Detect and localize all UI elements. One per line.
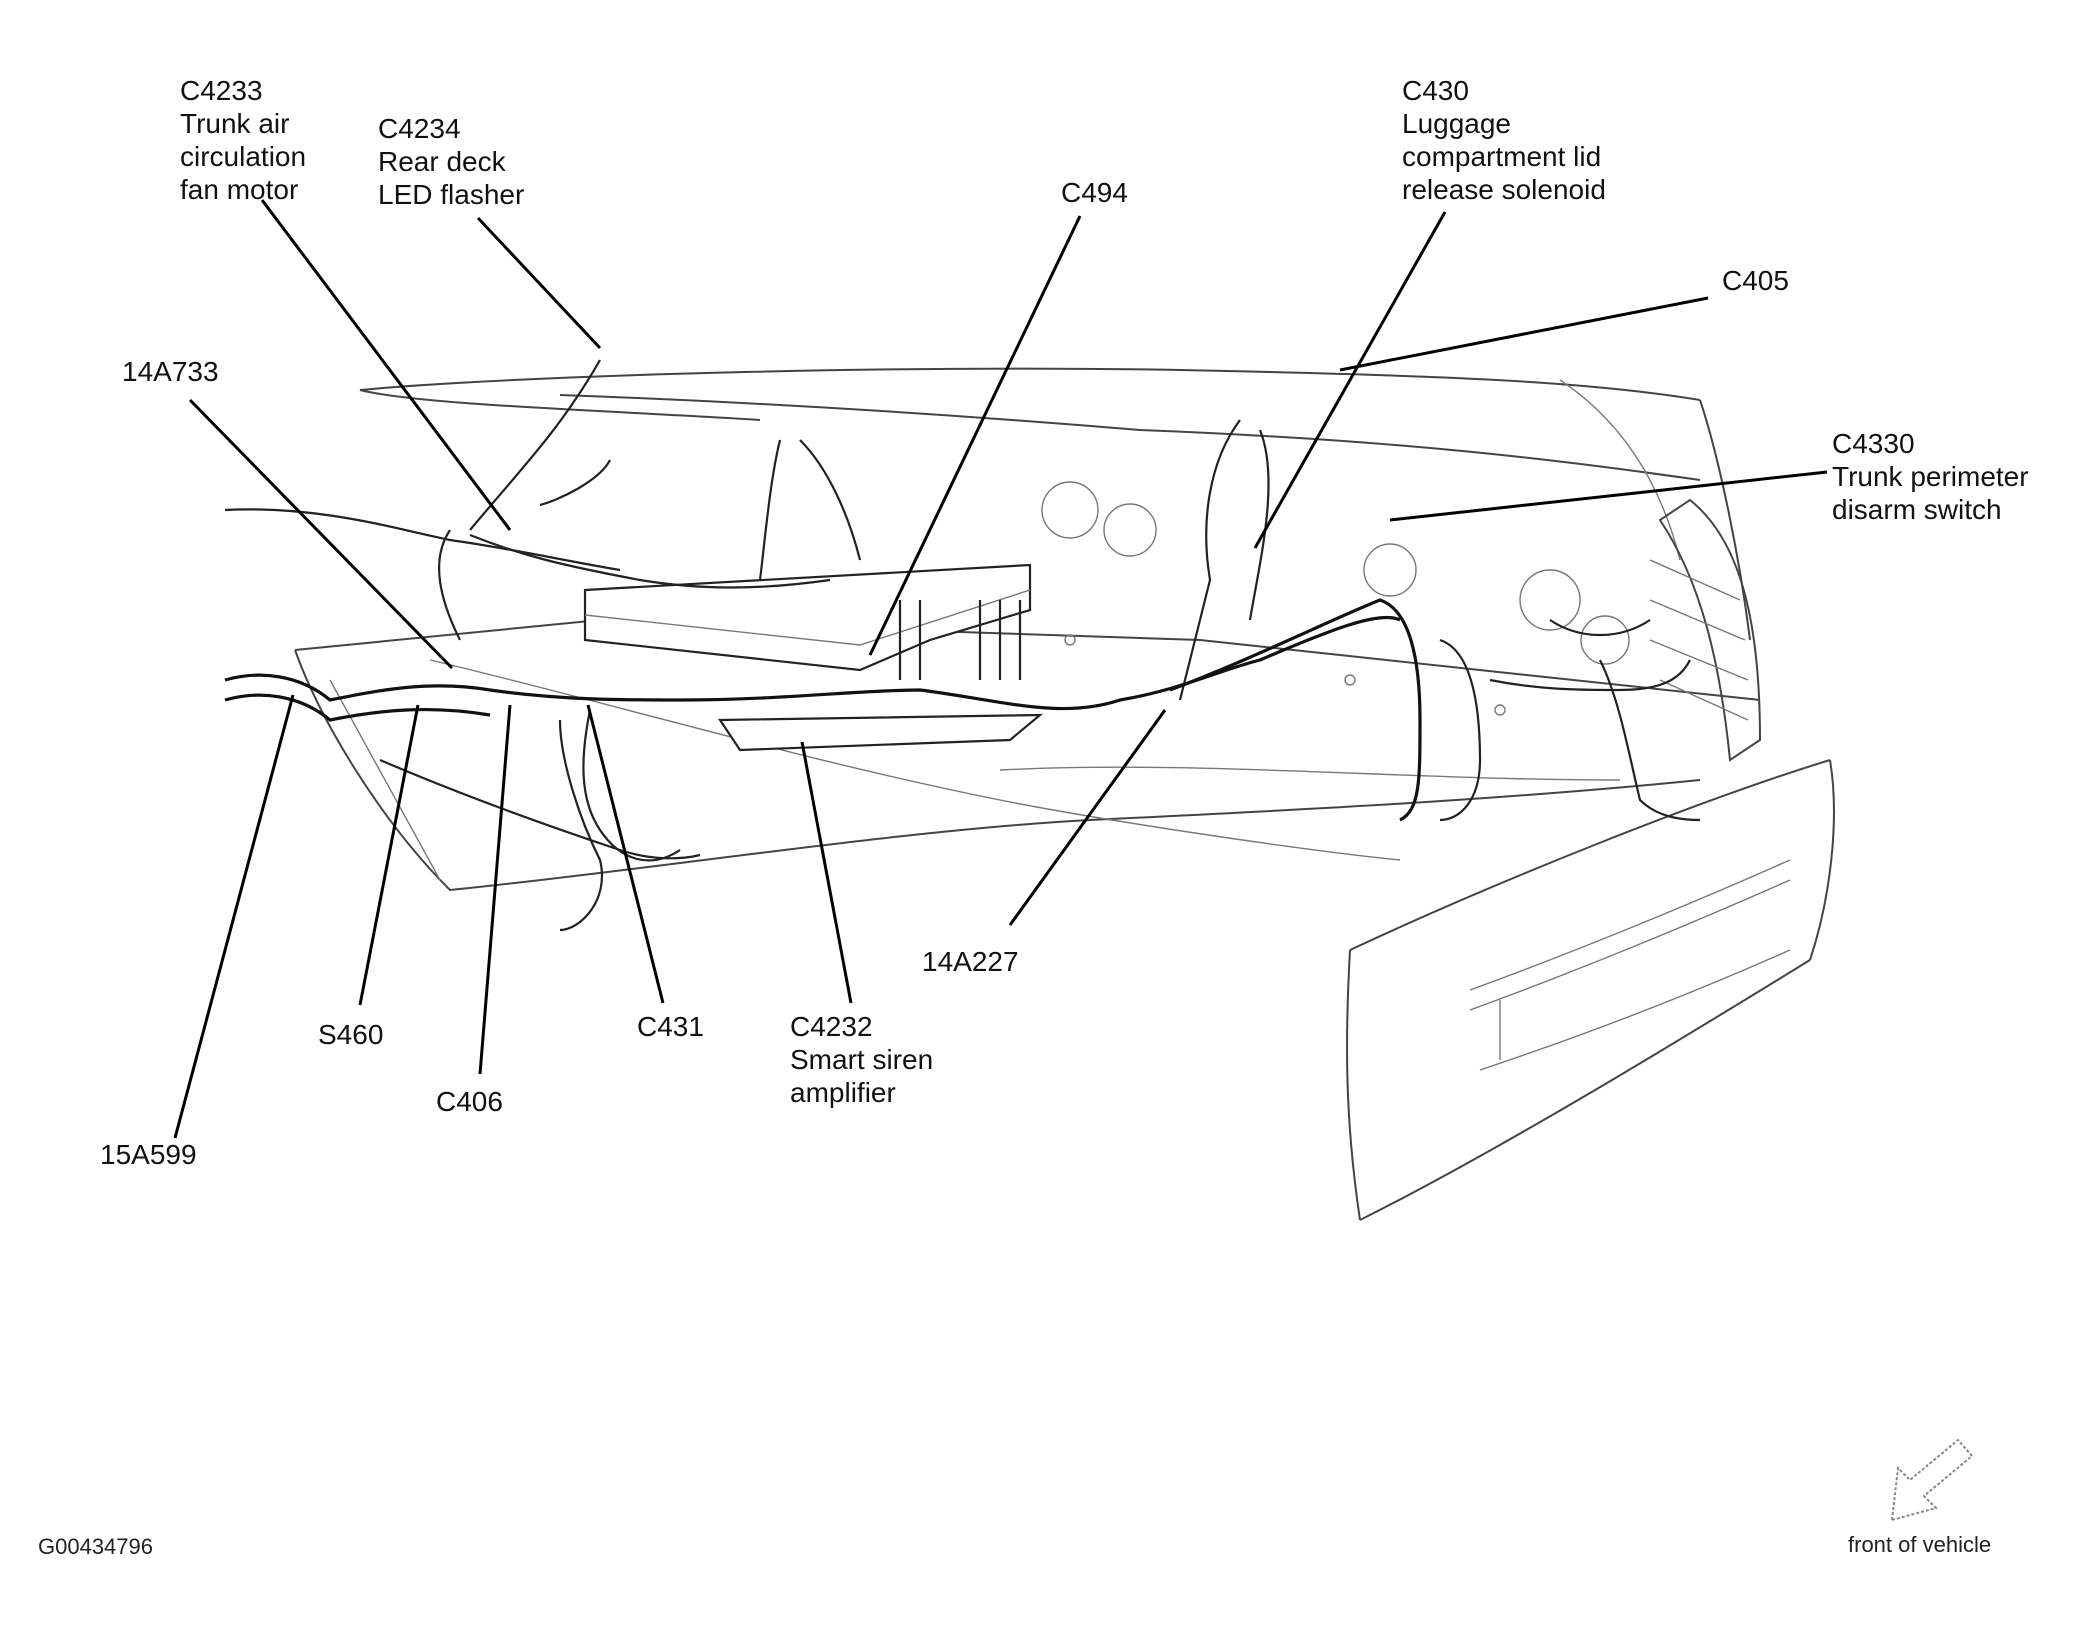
- label-c430-line1: Luggage: [1402, 108, 1512, 139]
- wiring-harness: [224, 359, 1701, 932]
- label-c4232-line1: Smart siren: [790, 1044, 934, 1075]
- label-c4232-line2: amplifier: [790, 1077, 896, 1108]
- leader-15a599: [173, 694, 295, 1139]
- label-c406: C406: [436, 1085, 503, 1118]
- leader-s460: [358, 704, 420, 1006]
- leader-c405: [1339, 296, 1709, 372]
- label-c405-id: C405: [1722, 265, 1789, 296]
- label-c406-id: C406: [436, 1086, 503, 1117]
- label-c4232: C4232 Smart siren amplifier: [790, 1010, 933, 1109]
- label-c4232-id: C4232: [790, 1011, 873, 1042]
- leader-c406: [478, 704, 512, 1075]
- label-c405: C405: [1722, 264, 1789, 297]
- label-c4330-line2: disarm switch: [1832, 494, 2002, 525]
- label-c431-id: C431: [637, 1011, 704, 1042]
- label-s460-id: S460: [318, 1019, 384, 1050]
- label-c430: C430 Luggage compartment lid release sol…: [1402, 74, 1606, 206]
- label-c4233: C4233 Trunk air circulation fan motor: [180, 74, 306, 206]
- label-14a227: 14A227: [922, 945, 1019, 978]
- label-c494-id: C494: [1061, 177, 1128, 208]
- label-s460: S460: [318, 1018, 383, 1051]
- label-c4330-id: C4330: [1832, 428, 1915, 459]
- leader-c494: [868, 215, 1082, 656]
- label-14a733: 14A733: [122, 355, 219, 388]
- leader-c4233: [260, 199, 512, 531]
- label-c430-id: C430: [1402, 75, 1469, 106]
- label-c4233-id: C4233: [180, 75, 263, 106]
- leader-c4232: [800, 741, 853, 1004]
- label-c4330: C4330 Trunk perimeter disarm switch: [1832, 427, 2029, 526]
- leader-c4330: [1389, 470, 1828, 522]
- label-c430-line2: compartment lid: [1402, 141, 1602, 172]
- leader-c4234: [476, 216, 602, 350]
- label-15a599: 15A599: [100, 1138, 197, 1171]
- label-c4233-line1: Trunk air: [180, 108, 290, 139]
- arrow-outline-icon: [1890, 1438, 1974, 1522]
- label-c4233-line3: fan motor: [180, 174, 299, 205]
- leader-c430: [1253, 211, 1447, 549]
- label-14a733-id: 14A733: [122, 356, 219, 387]
- label-c4233-line2: circulation: [180, 141, 307, 172]
- label-c4234-line2: LED flasher: [378, 179, 525, 210]
- label-c4234-id: C4234: [378, 113, 461, 144]
- label-c430-line3: release solenoid: [1402, 174, 1606, 205]
- label-c494: C494: [1061, 176, 1128, 209]
- siren-amplifier-module: [583, 563, 1044, 752]
- leader-14a733: [188, 398, 454, 670]
- label-15a599-id: 15A599: [100, 1139, 197, 1170]
- label-c431: C431: [637, 1010, 704, 1043]
- leader-14a227: [1008, 709, 1167, 926]
- callout-leaders: [173, 199, 1828, 1139]
- leader-c431: [586, 704, 665, 1004]
- orientation-caption: front of vehicle: [1848, 1532, 1992, 1557]
- figure-id: G00434796: [38, 1534, 153, 1559]
- label-14a227-id: 14A227: [922, 946, 1019, 977]
- label-c4234-line1: Rear deck: [378, 146, 506, 177]
- label-c4330-line1: Trunk perimeter: [1832, 461, 2029, 492]
- label-c4234: C4234 Rear deck LED flasher: [378, 112, 524, 211]
